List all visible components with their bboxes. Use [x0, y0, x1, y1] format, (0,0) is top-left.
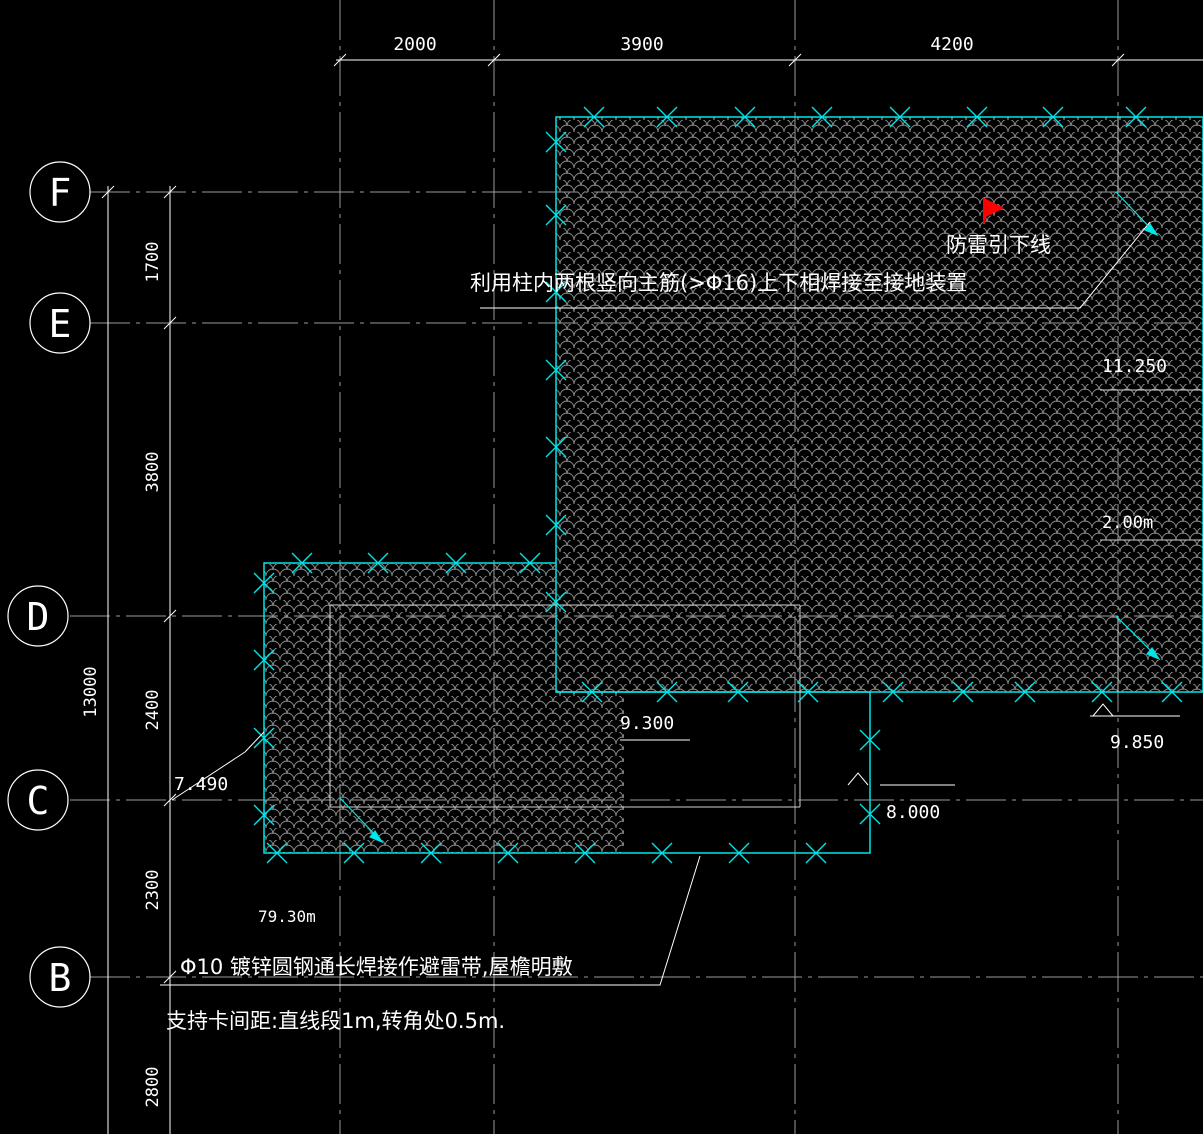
- axis-bubble-c: C: [7, 769, 69, 831]
- cross-mark-icon: [545, 281, 567, 303]
- down-conductor-label: 防雷引下线: [946, 233, 1051, 257]
- cross-mark-icon: [583, 106, 605, 128]
- roof-main: [555, 116, 1203, 693]
- cross-mark-icon: [266, 842, 288, 864]
- elevation-2-00m: 2.00m: [1102, 513, 1153, 533]
- dim-left-total: 13000: [81, 666, 101, 717]
- dim-left-2800: 2800: [143, 1067, 163, 1108]
- cross-mark-icon: [253, 727, 275, 749]
- cross-mark-icon: [1161, 681, 1183, 703]
- cross-mark-icon: [545, 514, 567, 536]
- axis-bubble-d: D: [7, 585, 69, 647]
- axis-bubble-e: E: [29, 292, 91, 354]
- cross-marks: [253, 106, 1183, 864]
- dim-top-4200: 4200: [930, 34, 973, 55]
- cross-mark-icon: [656, 106, 678, 128]
- dim-left-2400: 2400: [143, 690, 163, 731]
- dim-top-2000: 2000: [393, 34, 436, 55]
- inner-lines: [329, 117, 1203, 808]
- cross-mark-icon: [889, 106, 911, 128]
- left-dimension-lines: [101, 185, 177, 1134]
- cross-mark-icon: [811, 106, 833, 128]
- axis-bubble-b: B: [29, 946, 91, 1008]
- leader-lines: [160, 221, 1180, 986]
- cross-mark-icon: [445, 552, 467, 574]
- cross-mark-icon: [882, 681, 904, 703]
- cross-mark-icon: [797, 681, 819, 703]
- elevation-7490: 7.490: [174, 774, 228, 795]
- cross-mark-icon: [497, 842, 519, 864]
- cross-mark-icon: [966, 106, 988, 128]
- support-note: 支持卡间距:直线段1m,转角处0.5m.: [166, 1009, 505, 1033]
- cross-mark-icon: [291, 552, 313, 574]
- top-dimension-line: [333, 53, 1203, 67]
- cross-mark-icon: [727, 681, 749, 703]
- cross-mark-icon: [253, 649, 275, 671]
- dim-left-3800: 3800: [143, 452, 163, 493]
- cross-mark-icon: [952, 681, 974, 703]
- arrow-icon: [339, 797, 384, 844]
- cross-mark-icon: [1125, 106, 1147, 128]
- arrow-icon: [1115, 191, 1159, 237]
- cross-mark-icon: [343, 842, 365, 864]
- svg-text:E: E: [49, 302, 72, 346]
- cross-mark-icon: [545, 591, 567, 613]
- elevation-8000: 8.000: [886, 802, 940, 823]
- length-79-30m: 79.30m: [258, 907, 316, 926]
- cross-mark-icon: [545, 131, 567, 153]
- cross-mark-icon: [805, 842, 827, 864]
- arrow-icon: [1115, 615, 1161, 661]
- dim-left-1700: 1700: [143, 242, 163, 283]
- cross-mark-icon: [1014, 681, 1036, 703]
- cross-mark-icon: [859, 729, 881, 751]
- cross-mark-icon: [734, 106, 756, 128]
- axis-bubble-f: F: [29, 161, 91, 223]
- rebar-note: 利用柱内两根竖向主筋(>Φ16)上下相焊接至接地装置: [470, 271, 967, 295]
- elevation-9300: 9.300: [620, 713, 674, 734]
- cross-mark-icon: [651, 842, 673, 864]
- cross-mark-icon: [656, 681, 678, 703]
- elevation-9850: 9.850: [1110, 732, 1164, 753]
- svg-text:C: C: [27, 779, 50, 823]
- elevation-11250: 11.250: [1102, 356, 1167, 377]
- cross-mark-icon: [545, 436, 567, 458]
- belt-note: Φ10 镀锌圆钢通长焊接作避雷带,屋檐明敷: [180, 955, 573, 979]
- svg-text:F: F: [49, 171, 72, 215]
- svg-text:D: D: [27, 595, 50, 639]
- cross-mark-icon: [1091, 681, 1113, 703]
- dim-top-3900: 3900: [620, 34, 663, 55]
- cross-mark-icon: [545, 204, 567, 226]
- svg-text:B: B: [49, 956, 72, 1000]
- cross-mark-icon: [728, 842, 750, 864]
- cross-mark-icon: [574, 842, 596, 864]
- cross-mark-icon: [253, 572, 275, 594]
- dim-left-2300: 2300: [143, 870, 163, 911]
- cross-mark-icon: [420, 842, 442, 864]
- roof-lower: [263, 562, 871, 854]
- cross-mark-icon: [581, 681, 603, 703]
- cross-mark-icon: [519, 552, 541, 574]
- cross-mark-icon: [545, 359, 567, 381]
- cross-mark-icon: [1042, 106, 1064, 128]
- cross-mark-icon: [253, 804, 275, 826]
- cross-mark-icon: [367, 552, 389, 574]
- flag-icon: [983, 198, 1004, 224]
- cross-mark-icon: [859, 803, 881, 825]
